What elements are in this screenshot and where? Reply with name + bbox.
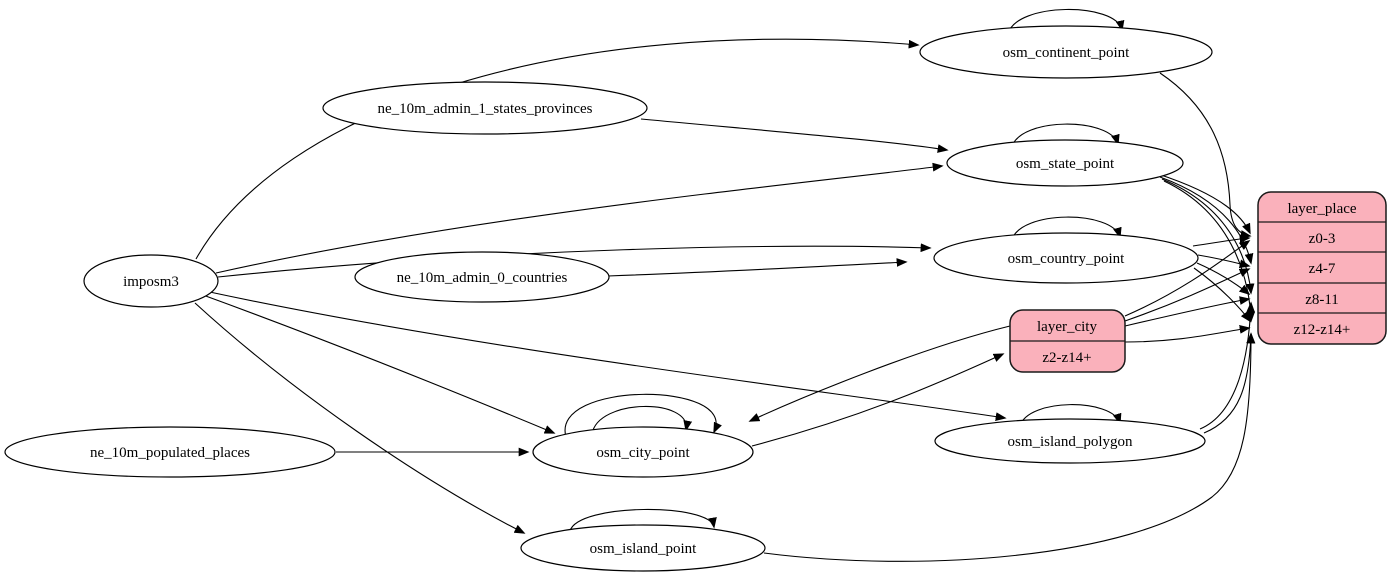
osm-country-point-label: osm_country_point bbox=[1008, 251, 1125, 267]
self-loop-osm_island_polygon bbox=[1019, 404, 1122, 427]
ne-10m-admin-0-countries-label: ne_10m_admin_0_countries bbox=[397, 270, 568, 286]
edge-imposm3-osm_country_point bbox=[217, 243, 932, 278]
osm-island-polygon-ellipse bbox=[934, 418, 1206, 464]
edge-layer_city-layer_place-z12-z14 bbox=[1124, 325, 1251, 343]
edge-ne_10m_admin_1_states_provinces-osm_state_point bbox=[640, 118, 949, 153]
node-ne-10m-admin-0-countries: ne_10m_admin_0_countries bbox=[354, 251, 610, 303]
edge-imposm3-osm_continent_point bbox=[195, 38, 920, 260]
edge-osm_island_point-layer_place-z12-z14 bbox=[763, 332, 1256, 562]
node-osm-island-point: osm_island_point bbox=[520, 524, 766, 572]
self-loop-osm_island_point bbox=[569, 508, 717, 532]
node-osm-island-polygon: osm_island_polygon bbox=[934, 418, 1206, 464]
edge-osm_country_point-layer_place-z12-z14 bbox=[1193, 267, 1251, 323]
osm-city-point-ellipse bbox=[532, 426, 754, 478]
osm-country-point-ellipse bbox=[933, 232, 1199, 284]
edge-osm_continent_point-layer_place-z0-3 bbox=[1159, 72, 1252, 239]
record-layer-city: layer_city z2-z14+ bbox=[1009, 309, 1126, 373]
edge-osm_state_point-layer_place-z0-3 bbox=[1157, 173, 1251, 235]
self-loop-inner-osm_city_point bbox=[591, 405, 693, 435]
osm-city-point-label: osm_city_point bbox=[596, 445, 690, 461]
layer-city-row-z2-z14: z2-z14+ bbox=[1042, 350, 1091, 366]
osm-island-point-label: osm_island_point bbox=[590, 541, 698, 557]
ne-10m-admin-1-states-provinces-ellipse bbox=[322, 81, 648, 135]
node-osm-city-point: osm_city_point bbox=[532, 426, 754, 478]
edge-osm_state_point-layer_place-z4-7 bbox=[1159, 176, 1254, 265]
node-imposm3: imposm3 bbox=[83, 254, 219, 308]
self-loop-osm_continent_point bbox=[1007, 8, 1125, 35]
osm-state-point-ellipse bbox=[946, 139, 1184, 187]
edge-layer_city-layer_place-z4-7 bbox=[1124, 268, 1251, 322]
edge-osm_island_polygon-layer_place-z12-z14 bbox=[1203, 332, 1256, 434]
edge-layer_city-layer_place-z8-11 bbox=[1124, 296, 1251, 327]
edge-osm_country_point-layer_place-z4-7 bbox=[1197, 254, 1251, 269]
self-loop-outer-osm_city_point bbox=[564, 393, 722, 438]
edge-osm_state_point-layer_place-z8-11 bbox=[1161, 178, 1255, 295]
edge-osm_country_point-layer_place-z8-11 bbox=[1196, 262, 1251, 296]
edge-osm_island_polygon-layer_place-z8-11 bbox=[1199, 301, 1256, 430]
edge-layer_city-layer_place-z0-3 bbox=[1124, 240, 1251, 317]
ne-10m-populated-places-label: ne_10m_populated_places bbox=[90, 445, 250, 461]
node-ne-10m-populated-places: ne_10m_populated_places bbox=[4, 426, 336, 478]
ne-10m-admin-0-countries-ellipse bbox=[354, 251, 610, 303]
layer-place-row-z0-3: z0-3 bbox=[1309, 231, 1336, 247]
self-loop-osm_country_point bbox=[1011, 216, 1122, 241]
edge-ne_10m_admin_0_countries-osm_country_point bbox=[607, 258, 908, 277]
osm-continent-point-label: osm_continent_point bbox=[1003, 45, 1130, 61]
layer-city-title: layer_city bbox=[1037, 319, 1097, 335]
layer-place-box bbox=[1257, 191, 1387, 345]
imposm3-label: imposm3 bbox=[123, 274, 179, 290]
record-layer-place: layer_place z0-3 z4-7 z8-11 z12-z14+ bbox=[1257, 191, 1387, 345]
osm-state-point-label: osm_state_point bbox=[1016, 156, 1115, 172]
edge-imposm3-osm_state_point bbox=[215, 162, 944, 274]
node-osm-country-point: osm_country_point bbox=[933, 232, 1199, 284]
edge-osm_country_point-layer_place-z0-3 bbox=[1192, 234, 1251, 247]
ne-10m-admin-1-states-provinces-label: ne_10m_admin_1_states_provinces bbox=[378, 101, 593, 117]
edge-imposm3-osm_city_point bbox=[202, 294, 556, 434]
ne-10m-populated-places-ellipse bbox=[4, 426, 336, 478]
layer-place-row-z8-11: z8-11 bbox=[1305, 292, 1339, 308]
self-loop-osm_state_point bbox=[1011, 123, 1120, 148]
edge-osm_city_point-layer_city-z2-z14 bbox=[751, 353, 1005, 447]
layer-place-row-z12-z14: z12-z14+ bbox=[1294, 322, 1351, 338]
layer-place-title: layer_place bbox=[1287, 201, 1356, 217]
osm-island-point-ellipse bbox=[520, 524, 766, 572]
edges bbox=[194, 8, 1256, 562]
node-ne-10m-admin-1-states-provinces: ne_10m_admin_1_states_provinces bbox=[322, 81, 648, 135]
osm-island-polygon-label: osm_island_polygon bbox=[1007, 434, 1133, 450]
node-osm-continent-point: osm_continent_point bbox=[919, 25, 1213, 79]
edge-layer_city-osm_city_point bbox=[748, 325, 1011, 422]
osm-continent-point-ellipse bbox=[919, 25, 1213, 79]
edge-imposm3-osm_island_point bbox=[194, 302, 526, 534]
imposm3-ellipse bbox=[83, 254, 219, 308]
node-osm-state-point: osm_state_point bbox=[946, 139, 1184, 187]
edge-imposm3-osm_island_polygon bbox=[204, 290, 1007, 421]
layer-place-row-z4-7: z4-7 bbox=[1309, 261, 1336, 277]
